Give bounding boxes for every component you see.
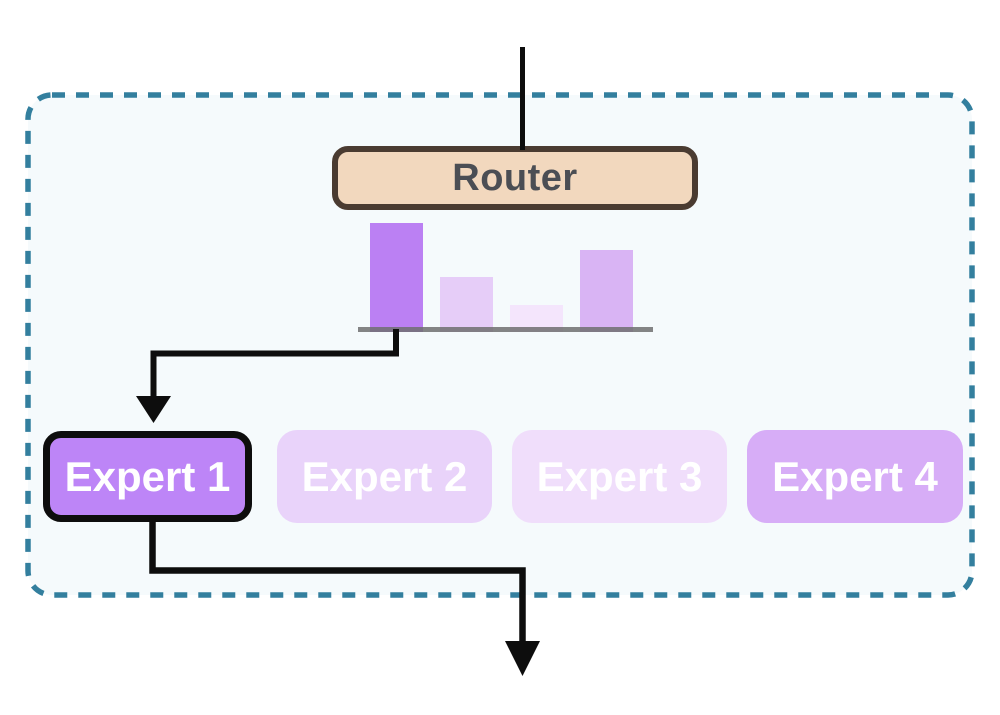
- gate-weight-bar-4: [580, 250, 633, 332]
- expert-3-label: Expert 3: [536, 452, 703, 500]
- expert-box-4: Expert 4: [747, 430, 963, 523]
- expert-box-1: Expert 1: [43, 431, 252, 522]
- router-box: Router: [332, 146, 698, 210]
- gate-weight-bar-1: [370, 223, 423, 332]
- gate-weight-bar-2: [440, 277, 493, 332]
- dashed-boundary-box: [25, 92, 975, 598]
- expert-box-2: Expert 2: [277, 430, 492, 523]
- expert1-output-arrowhead: [505, 641, 540, 676]
- expert-2-label: Expert 2: [301, 452, 468, 500]
- expert-box-3: Expert 3: [512, 430, 727, 523]
- chart-baseline: [358, 327, 653, 332]
- route-to-expert1-line: [150, 329, 399, 399]
- route-to-expert1-arrowhead: [136, 396, 171, 423]
- router-bar-chart: [358, 223, 653, 332]
- expert1-output-line: [149, 518, 526, 644]
- expert-1-label: Expert 1: [64, 452, 231, 500]
- expert-4-label: Expert 4: [772, 452, 938, 500]
- router-label: Router: [452, 156, 578, 199]
